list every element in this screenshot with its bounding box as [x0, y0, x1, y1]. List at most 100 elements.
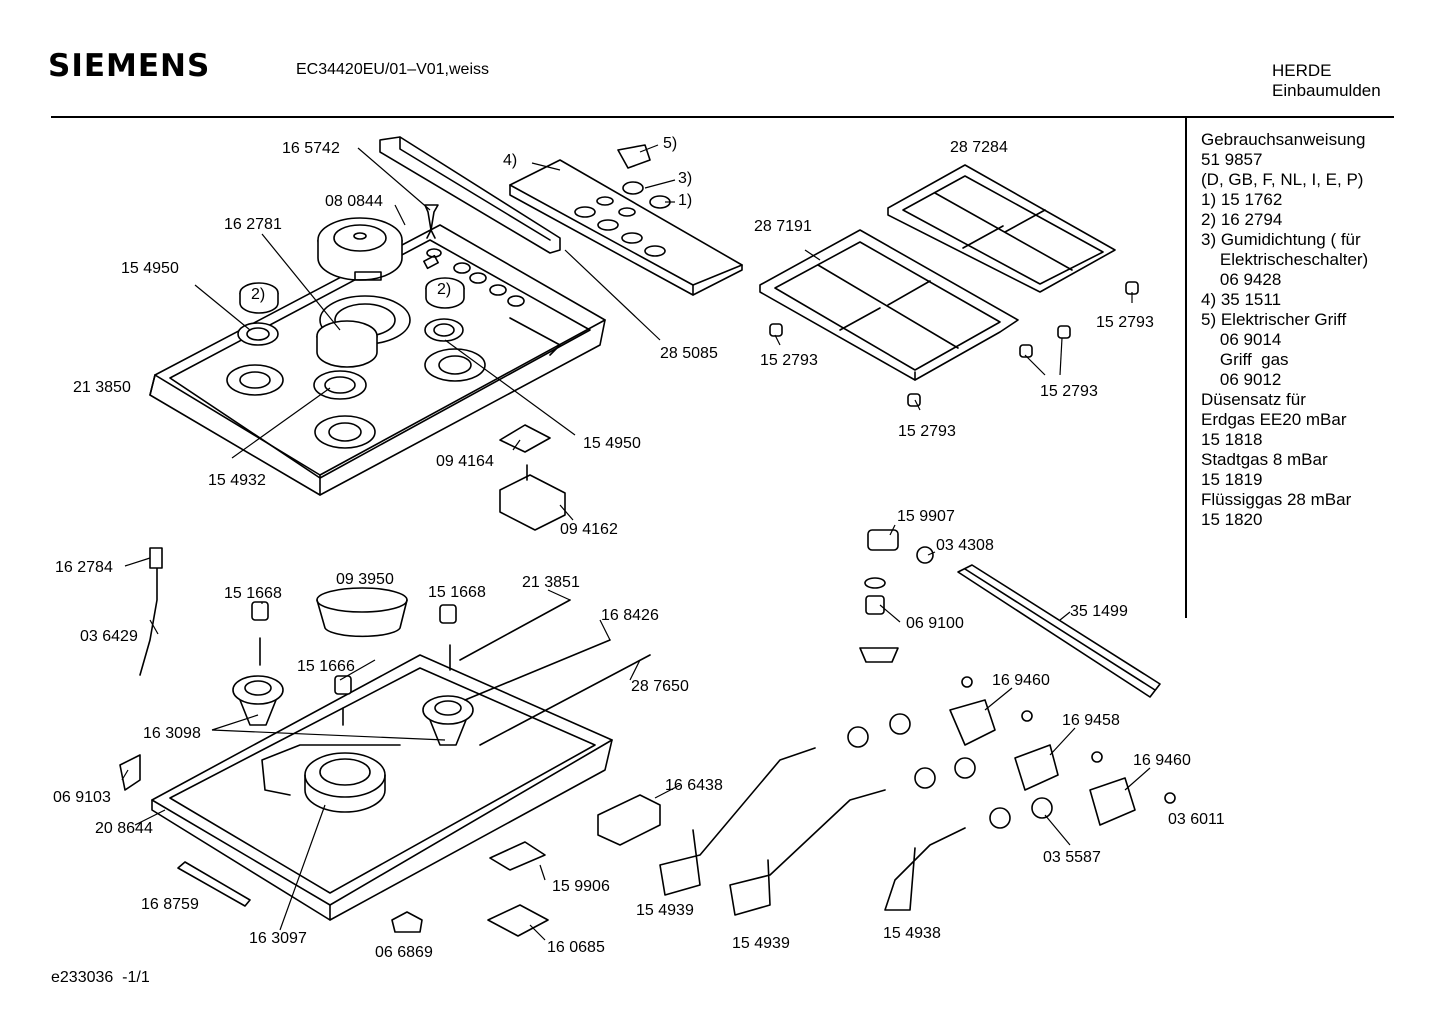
notes-divider	[1185, 118, 1187, 618]
part-label: 16 9460	[1133, 752, 1191, 769]
part-label: 16 5742	[282, 140, 340, 157]
part-label: 16 8759	[141, 896, 199, 913]
pan-support-grid-right	[887, 164, 1116, 293]
part-label: 06 9100	[906, 615, 964, 632]
gas-elbow	[859, 529, 934, 663]
part-label: 16 0685	[547, 939, 605, 956]
part-label: 15 1666	[297, 658, 355, 675]
pan-support-grid-left	[759, 229, 1019, 381]
burner-cap-medium	[316, 320, 378, 368]
part-label: 03 4308	[936, 537, 994, 554]
part-label: 35 1499	[1070, 603, 1128, 620]
part-label: 03 6011	[1168, 811, 1225, 828]
part-label: 15 9906	[552, 878, 610, 895]
note-line: 5) Elektrischer Griff	[1201, 310, 1347, 329]
burner-cap-large	[317, 217, 403, 281]
part-label: 15 2793	[1096, 314, 1154, 331]
part-label: 15 2793	[1040, 383, 1098, 400]
part-label: 15 9907	[897, 508, 955, 525]
note-line: 15 1819	[1201, 470, 1263, 489]
category-title: HERDE	[1272, 61, 1332, 80]
gas-valve-taps	[949, 699, 1136, 826]
burner-cap-small-left	[239, 282, 279, 314]
part-label: 06 6869	[375, 944, 433, 961]
brand-logo: SIEMENS	[48, 48, 211, 84]
burner-base-right	[422, 695, 474, 746]
part-label: 15 4950	[121, 260, 179, 277]
note-line: Flüssiggas 28 mBar	[1201, 490, 1352, 509]
part-label: 15 4950	[583, 435, 641, 452]
seal-strip	[177, 861, 251, 907]
terminal-block	[487, 841, 549, 937]
part-label: 1)	[678, 192, 692, 209]
part-label: 28 7284	[950, 139, 1008, 156]
part-label: 21 3851	[522, 574, 580, 591]
part-label: 16 8426	[601, 607, 659, 624]
thermocouple-wire	[139, 547, 163, 676]
note-line: Elektrischeschalter)	[1201, 250, 1369, 269]
part-label: 15 2793	[760, 352, 818, 369]
rubber-feet	[769, 281, 1139, 407]
note-line: 06 9014	[1201, 330, 1282, 349]
part-label: 15 4939	[732, 935, 790, 952]
gas-manifold-pipe	[957, 564, 1161, 698]
note-line: Griff gas	[1201, 350, 1289, 369]
note-line: Düsensatz für	[1201, 390, 1306, 409]
control-knob-bottom	[391, 911, 423, 933]
spark-electrode	[424, 204, 439, 239]
control-panel	[509, 159, 743, 296]
part-label: 16 2784	[55, 559, 113, 576]
burner-base-large	[304, 752, 386, 813]
part-label: 16 2781	[224, 216, 282, 233]
header-divider	[51, 116, 1394, 118]
part-label: 15 4938	[883, 925, 941, 942]
part-label: 28 7650	[631, 678, 689, 695]
part-label: 06 9103	[53, 789, 111, 806]
part-label: 28 5085	[660, 345, 718, 362]
part-label: 28 7191	[754, 218, 812, 235]
part-label: 3)	[678, 170, 692, 187]
trim-strip	[379, 136, 561, 254]
note-line: 06 9428	[1201, 270, 1282, 289]
note-line: 1) 15 1762	[1201, 190, 1283, 209]
part-label: 15 1668	[428, 584, 486, 601]
part-label: 15 1668	[224, 585, 282, 602]
leader-lines	[121, 144, 1151, 941]
note-line: 06 9012	[1201, 370, 1282, 389]
part-label: 4)	[503, 152, 517, 169]
note-line: 51 9857	[1201, 150, 1263, 169]
burner-ring	[237, 318, 464, 400]
gas-tubes	[261, 599, 651, 796]
part-label: 09 4164	[436, 453, 494, 470]
part-label: 15 4939	[636, 902, 694, 919]
part-label: 16 3098	[143, 725, 201, 742]
note-line: 15 1818	[1201, 430, 1263, 449]
part-label: 2)	[437, 281, 451, 298]
part-label: 03 6429	[80, 628, 138, 645]
note-line: 3) Gumidichtung ( für	[1201, 230, 1361, 249]
bracket	[119, 754, 141, 791]
burner-bowl	[316, 587, 408, 638]
notes-panel: Gebrauchsanweisung 51 9857 (D, GB, F, NL…	[1201, 130, 1368, 530]
injector-nozzles	[251, 601, 457, 726]
part-label: 21 3850	[73, 379, 131, 396]
document-id: e233036 -1/1	[51, 969, 150, 986]
part-label: 2)	[251, 286, 265, 303]
valve-fittings	[847, 676, 1176, 829]
part-label: 03 5587	[1043, 849, 1101, 866]
part-label: 08 0844	[325, 193, 383, 210]
part-label: 16 3097	[249, 930, 307, 947]
burner-cap-small-right	[425, 277, 465, 309]
base-tray	[151, 654, 613, 921]
note-line: 2) 16 2794	[1201, 210, 1283, 229]
note-line: 15 1820	[1201, 510, 1263, 529]
hob-top-plate	[149, 224, 606, 496]
part-label: 5)	[663, 135, 677, 152]
note-line: 4) 35 1511	[1201, 290, 1282, 309]
part-label: 09 3950	[336, 571, 394, 588]
part-label: 09 4162	[560, 521, 618, 538]
part-label: 15 2793	[898, 423, 956, 440]
model-number: EC34420EU/01–V01,weiss	[296, 61, 490, 78]
